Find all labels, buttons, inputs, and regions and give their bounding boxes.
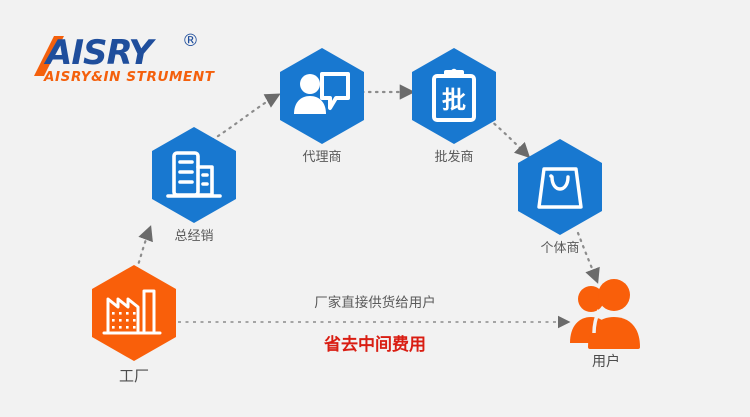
flow-node-label: 工厂 [118,367,150,385]
flow-node-label: 代理商 [302,150,342,165]
flow-node-label: 用户 [592,354,620,370]
flow-node-wholesaler[interactable]: 批 批发商 [412,48,496,165]
flow-node-label: 批发商 [434,150,474,165]
person-chat-icon [294,72,350,114]
office-building-icon [166,151,222,198]
flow-node-label: 个体商 [540,241,580,256]
svg-text:批: 批 [442,86,466,114]
flow-node-label: 总经销 [174,229,214,244]
logo-wordmark-text: AISRY [43,33,157,73]
flow-node-retailer[interactable]: 个体商 [518,139,602,256]
factory-icon [102,289,162,335]
flow-node-agent[interactable]: 代理商 [280,48,364,165]
flow-node-customer[interactable]: 用户 [566,277,646,370]
logo-registered-icon: ® [182,31,199,51]
shopping-bag-icon [537,167,583,209]
flow-node-factory[interactable]: 工厂 [92,265,176,385]
hexagon-shape [518,139,602,235]
flow-node-distributor[interactable]: 总经销 [152,127,236,244]
logo-slash-icon [34,36,64,76]
users-icon [570,279,640,349]
clipboard-pi-icon: 批 [432,68,476,122]
direct-channel-note: 厂家直接供货给用户 [314,295,436,311]
logo-tagline-text: AISRY&IN STRUMENT [43,69,216,85]
connector-retailer-to-customer [576,231,600,284]
direct-channel-highlight: 省去中间费用 [324,335,426,355]
hexagon-shape [152,127,236,223]
brand-logo: AISRY ® AISRY&IN STRUMENT [22,26,222,86]
